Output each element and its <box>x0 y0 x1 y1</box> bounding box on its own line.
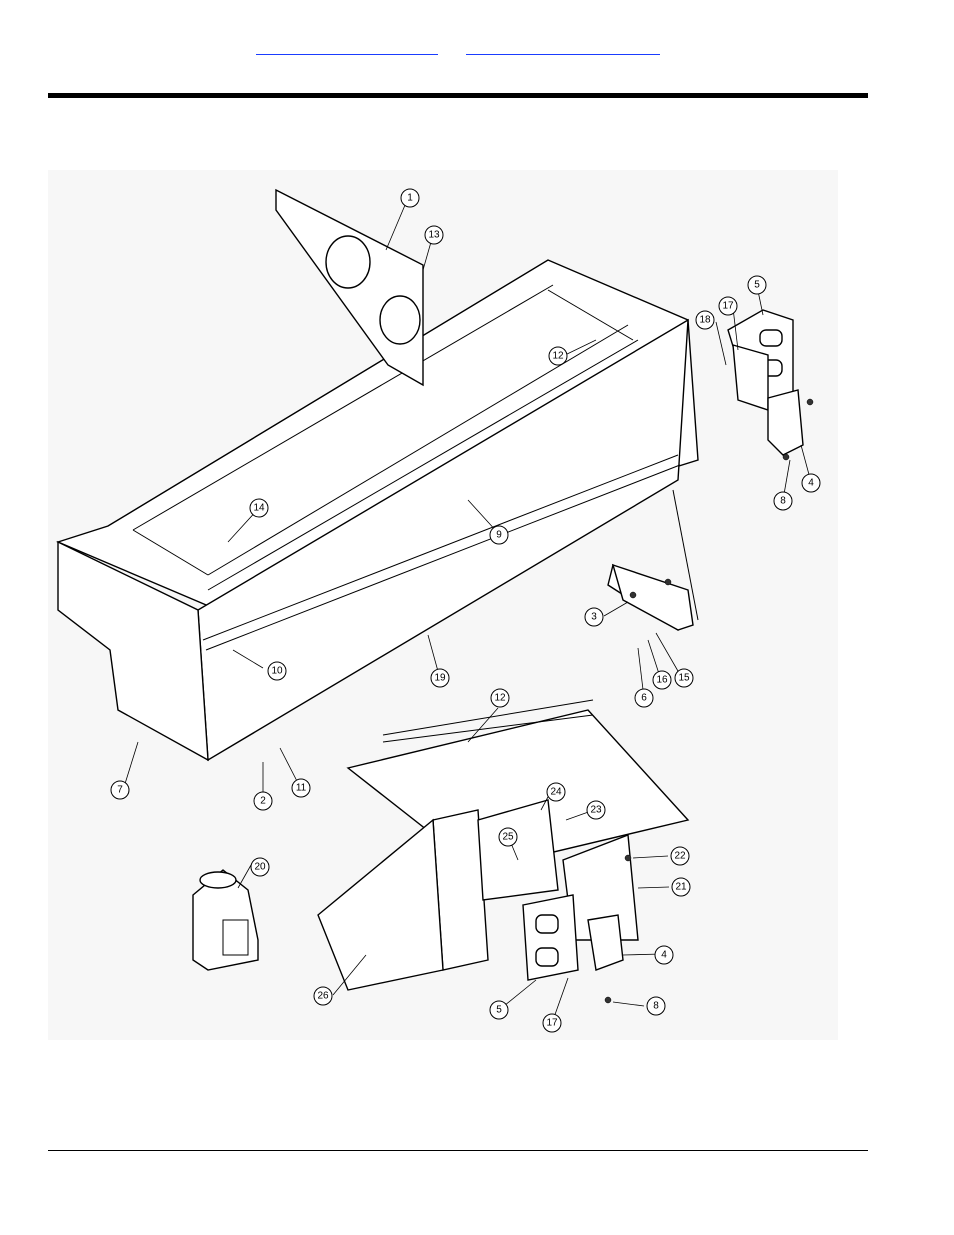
callout-9: 9 <box>490 526 508 544</box>
callout-8: 8 <box>774 492 792 510</box>
callout-label: 14 <box>253 503 265 514</box>
callout-4-lower: 4 <box>655 946 673 964</box>
callout-25: 25 <box>499 828 517 846</box>
callout-label: 2 <box>260 796 266 807</box>
callout-label: 13 <box>428 230 440 241</box>
callout-19: 19 <box>431 669 449 687</box>
part-20-lubricant-jug <box>193 870 258 970</box>
header-link-1[interactable] <box>256 42 438 55</box>
callout-8-lower: 8 <box>647 997 665 1015</box>
part-1-plate <box>276 190 423 385</box>
callout-label: 25 <box>502 832 514 843</box>
callout-12: 12 <box>549 347 567 365</box>
callout-label: 8 <box>653 1001 659 1012</box>
callout-26: 26 <box>314 987 332 1005</box>
callout-23: 23 <box>587 801 605 819</box>
callout-label: 22 <box>674 851 686 862</box>
callout-17-lower: 17 <box>543 1014 561 1032</box>
callout-24: 24 <box>547 783 565 801</box>
callout-13: 13 <box>425 226 443 244</box>
callout-20: 20 <box>251 858 269 876</box>
callout-label: 7 <box>117 785 123 796</box>
callout-12-lower: 12 <box>491 689 509 707</box>
callout-2: 2 <box>254 792 272 810</box>
callout-21: 21 <box>672 878 690 896</box>
callout-label: 4 <box>808 478 814 489</box>
footer-rule <box>48 1150 868 1151</box>
callout-label: 11 <box>296 783 307 794</box>
callout-label: 8 <box>780 496 786 507</box>
parts-diagram: 1 13 12 18 17 5 14 9 8 4 3 10 19 6 16 15… <box>48 170 838 1040</box>
callout-14: 14 <box>250 499 268 517</box>
callout-label: 15 <box>678 673 690 684</box>
callout-label: 20 <box>254 862 266 873</box>
callout-11: 11 <box>292 779 310 797</box>
header-rule <box>48 93 868 98</box>
callout-label: 9 <box>496 530 502 541</box>
parts-drawing: 1 13 12 18 17 5 14 9 8 4 3 10 19 6 16 15… <box>48 170 838 1040</box>
callout-22: 22 <box>671 847 689 865</box>
callout-label: 17 <box>722 301 734 312</box>
callout-label: 12 <box>494 693 506 704</box>
callout-10: 10 <box>268 662 286 680</box>
callout-label: 23 <box>590 805 602 816</box>
callout-6: 6 <box>635 689 653 707</box>
callout-1: 1 <box>401 189 419 207</box>
upper-light-assembly <box>728 310 813 460</box>
callout-7: 7 <box>111 781 129 799</box>
callout-label: 16 <box>656 675 668 686</box>
callout-label: 12 <box>552 351 564 362</box>
callout-label: 24 <box>550 787 562 798</box>
callout-label: 21 <box>675 882 687 893</box>
callout-label: 26 <box>317 991 329 1002</box>
callout-5: 5 <box>748 276 766 294</box>
callout-label: 5 <box>754 280 760 291</box>
callout-17: 17 <box>719 297 737 315</box>
callout-label: 18 <box>699 315 711 326</box>
callout-label: 1 <box>407 193 413 204</box>
callout-label: 4 <box>661 950 667 961</box>
callout-label: 5 <box>496 1005 502 1016</box>
callout-label: 10 <box>271 666 283 677</box>
callout-3: 3 <box>585 608 603 626</box>
callout-label: 17 <box>546 1018 558 1029</box>
part-3-bracket <box>613 565 693 630</box>
inset-detail <box>318 700 688 1003</box>
callout-label: 3 <box>591 612 597 623</box>
callout-label: 19 <box>434 673 446 684</box>
callout-15: 15 <box>675 669 693 687</box>
callout-5-lower: 5 <box>490 1001 508 1019</box>
callout-4: 4 <box>802 474 820 492</box>
callout-16: 16 <box>653 671 671 689</box>
callout-label: 6 <box>641 693 647 704</box>
callout-18: 18 <box>696 311 714 329</box>
header-link-2[interactable] <box>466 42 660 55</box>
